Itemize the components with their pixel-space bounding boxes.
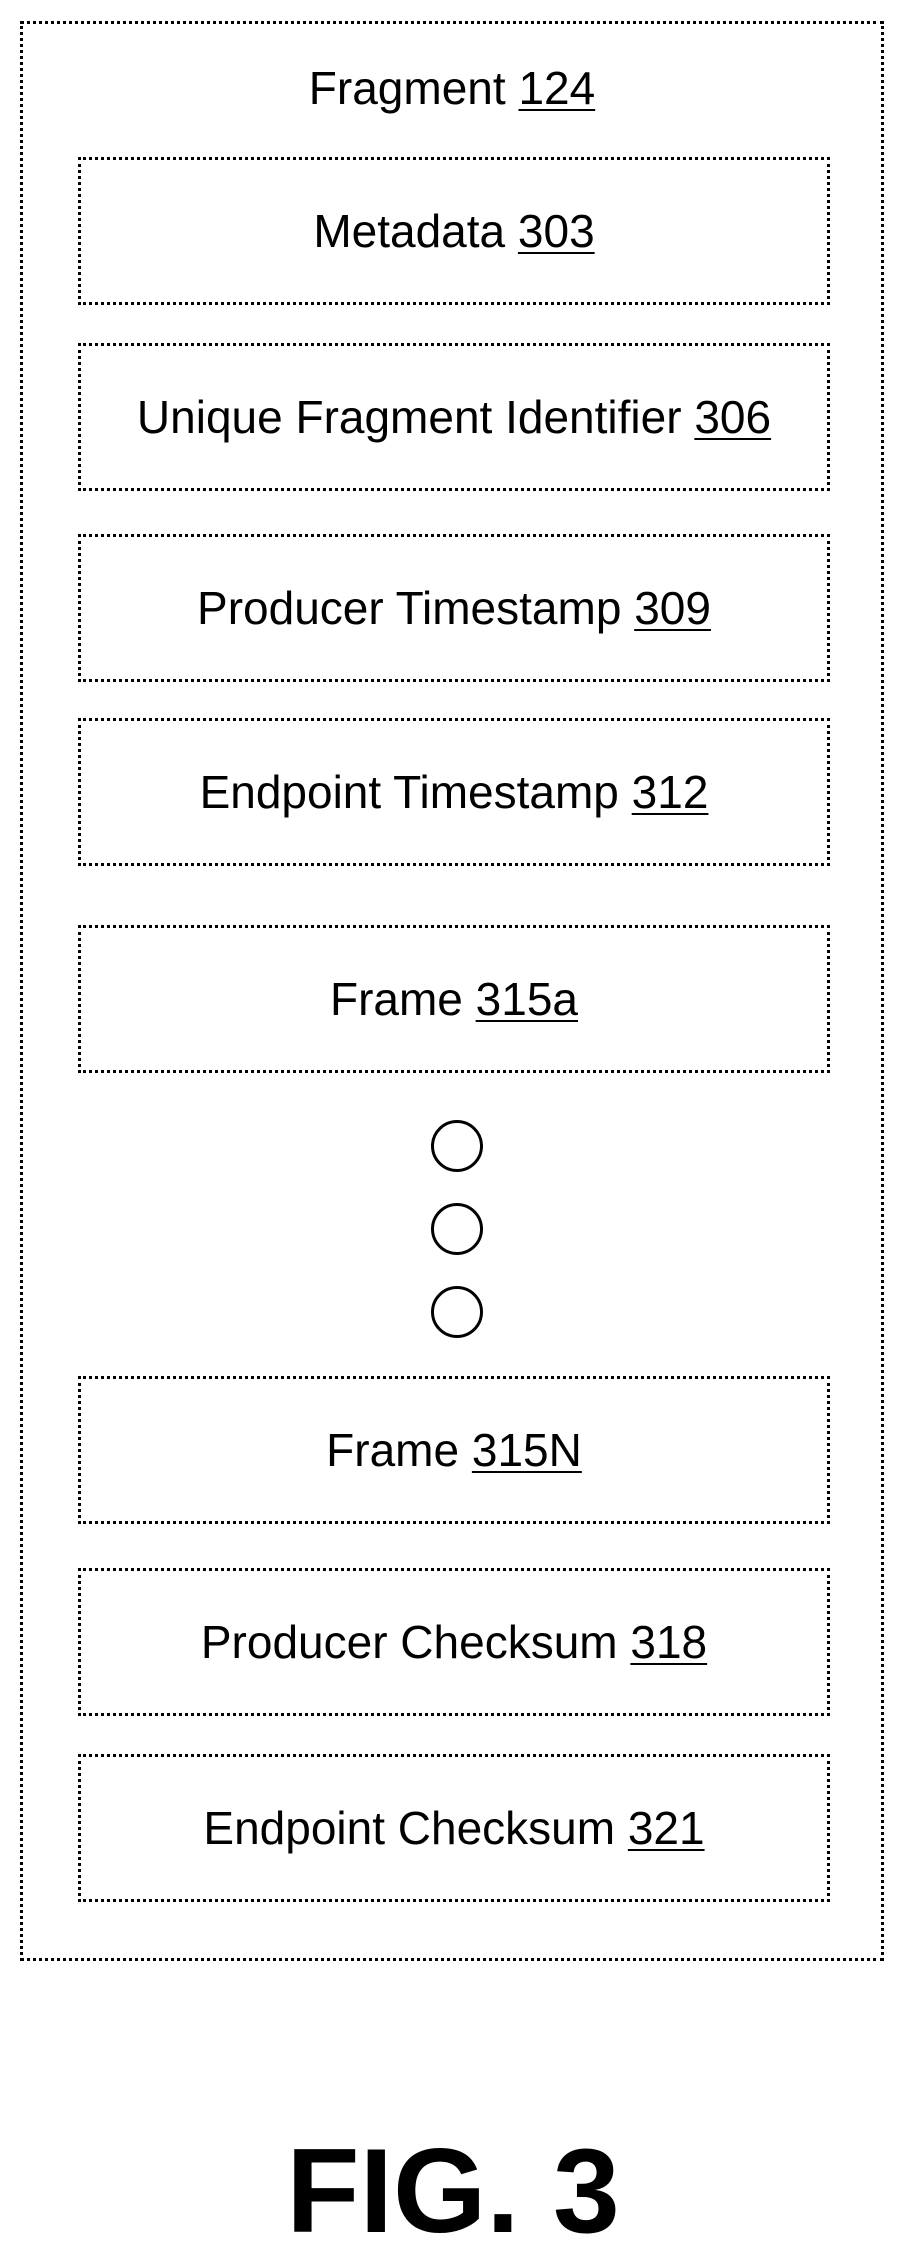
endpoint-checksum-box: Endpoint Checksum 321 (78, 1754, 830, 1902)
box-ref: 315a (476, 976, 578, 1022)
frame-last-box: Frame 315N (78, 1376, 830, 1524)
ellipsis-circle-icon (431, 1203, 483, 1255)
metadata-box: Metadata 303 (78, 157, 830, 305)
producer-checksum-box: Producer Checksum 318 (78, 1568, 830, 1716)
box-ref: 318 (630, 1619, 707, 1665)
box-label: Endpoint Timestamp (200, 769, 619, 815)
figure-label: FIG. 3 (0, 2131, 906, 2251)
box-label: Unique Fragment Identifier (137, 394, 682, 440)
fragment-label: Fragment (309, 62, 506, 114)
producer-timestamp-box: Producer Timestamp 309 (78, 534, 830, 682)
frame-first-box: Frame 315a (78, 925, 830, 1073)
box-label: Frame (326, 1427, 459, 1473)
box-ref: 321 (628, 1805, 705, 1851)
box-ref: 315N (472, 1427, 582, 1473)
fragment-container: Fragment 124 Metadata 303 Unique Fragmen… (20, 21, 884, 1961)
fragment-title: Fragment 124 (23, 65, 881, 111)
box-label: Frame (330, 976, 463, 1022)
endpoint-timestamp-box: Endpoint Timestamp 312 (78, 718, 830, 866)
fragment-ref: 124 (518, 62, 595, 114)
unique-fragment-identifier-box: Unique Fragment Identifier 306 (78, 343, 830, 491)
box-label: Metadata (313, 208, 505, 254)
ellipsis-circle-icon (431, 1286, 483, 1338)
box-label: Producer Timestamp (197, 585, 621, 631)
box-ref: 312 (632, 769, 709, 815)
box-ref: 309 (634, 585, 711, 631)
box-label: Producer Checksum (201, 1619, 618, 1665)
box-ref: 306 (694, 394, 771, 440)
ellipsis-circle-icon (431, 1120, 483, 1172)
box-label: Endpoint Checksum (203, 1805, 615, 1851)
box-ref: 303 (518, 208, 595, 254)
